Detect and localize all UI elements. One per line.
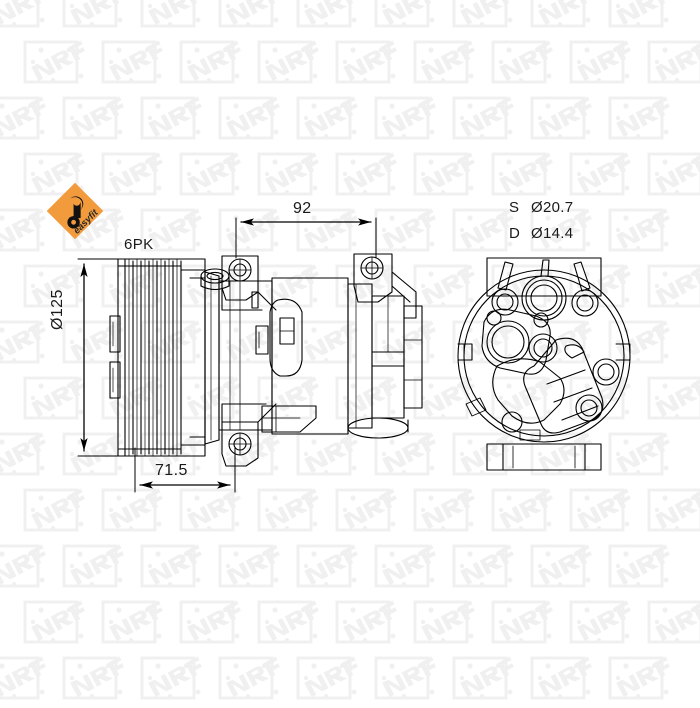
compressor-body: [218, 277, 423, 435]
label-discharge-value: Ø14.4: [531, 225, 574, 242]
rear-view: [457, 257, 631, 471]
label-belt-profile: 6PK: [124, 236, 154, 253]
label-width-92: 92: [293, 200, 312, 217]
easyfit-badge: easyfit: [46, 182, 104, 240]
dimension-92: [235, 217, 377, 259]
control-valve: [269, 298, 303, 377]
label-discharge: D: [509, 225, 521, 242]
label-suction: S: [509, 199, 520, 216]
label-pulley-diameter: Ø125: [49, 289, 66, 330]
pulley-assembly: [117, 258, 220, 457]
side-rib: [251, 291, 269, 355]
label-width-71-5: 71.5: [155, 462, 188, 479]
dimension-diameter-125: [77, 258, 119, 457]
mounting-lug-top-right: [353, 253, 417, 319]
label-suction-value: Ø20.7: [531, 199, 574, 216]
